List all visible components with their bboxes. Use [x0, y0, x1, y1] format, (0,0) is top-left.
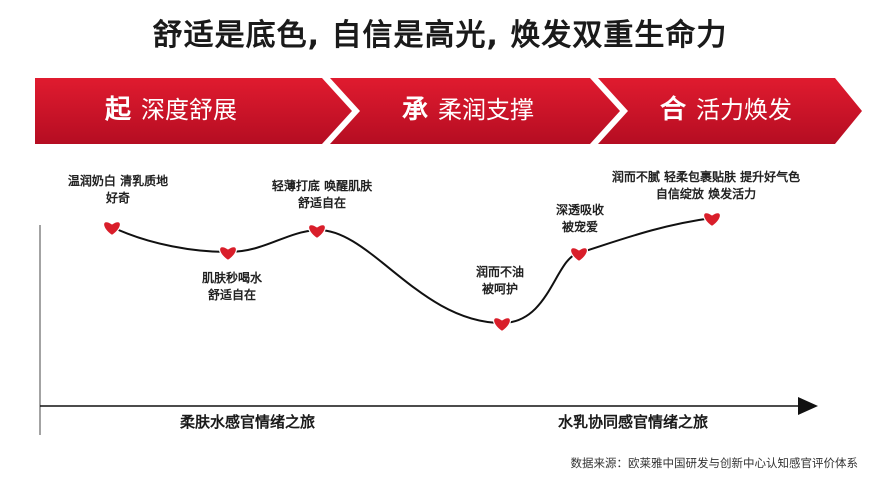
- axis-label-right: 水乳协同感官情绪之旅: [558, 413, 709, 431]
- stage-label-1: 起深度舒展: [105, 95, 238, 125]
- data-source-note: 数据来源：欧莱雅中国研发与创新中心认知感官评价体系: [570, 456, 859, 470]
- point-label-1: 温润奶白 清乳质地 好奇: [67, 174, 169, 205]
- stage-arrow-3: [598, 78, 862, 144]
- point-label-6: 润而不腻 轻柔包裹贴肤 提升好气色 自信绽放 焕发活力: [611, 170, 801, 201]
- point-label-4: 润而不油 被呵护: [475, 265, 525, 296]
- x-axis-arrowhead: [798, 397, 818, 415]
- heart-marker-icon: [307, 224, 327, 240]
- point-label-2: 肌肤秒喝水 舒适自在: [201, 271, 263, 302]
- heart-marker-icon: [102, 221, 122, 237]
- heart-marker-icon: [492, 317, 512, 333]
- stage-label-3: 合活力焕发: [660, 95, 793, 125]
- stage-label-2: 承柔润支撑: [402, 95, 535, 125]
- stage-arrow-1: [35, 78, 352, 144]
- heart-marker-icon: [702, 212, 722, 228]
- page-title: 舒适是底色, 自信是高光, 焕发双重生命力: [152, 18, 728, 53]
- heart-marker-icon: [569, 247, 589, 263]
- point-label-5: 深透吸收 被宠爱: [555, 203, 605, 234]
- axis-label-left: 柔肤水感官情绪之旅: [180, 413, 316, 431]
- stage-arrow-2: [330, 78, 620, 144]
- point-label-3: 轻薄打底 唤醒肌肤 舒适自在: [271, 179, 373, 210]
- heart-marker-icon: [218, 246, 238, 262]
